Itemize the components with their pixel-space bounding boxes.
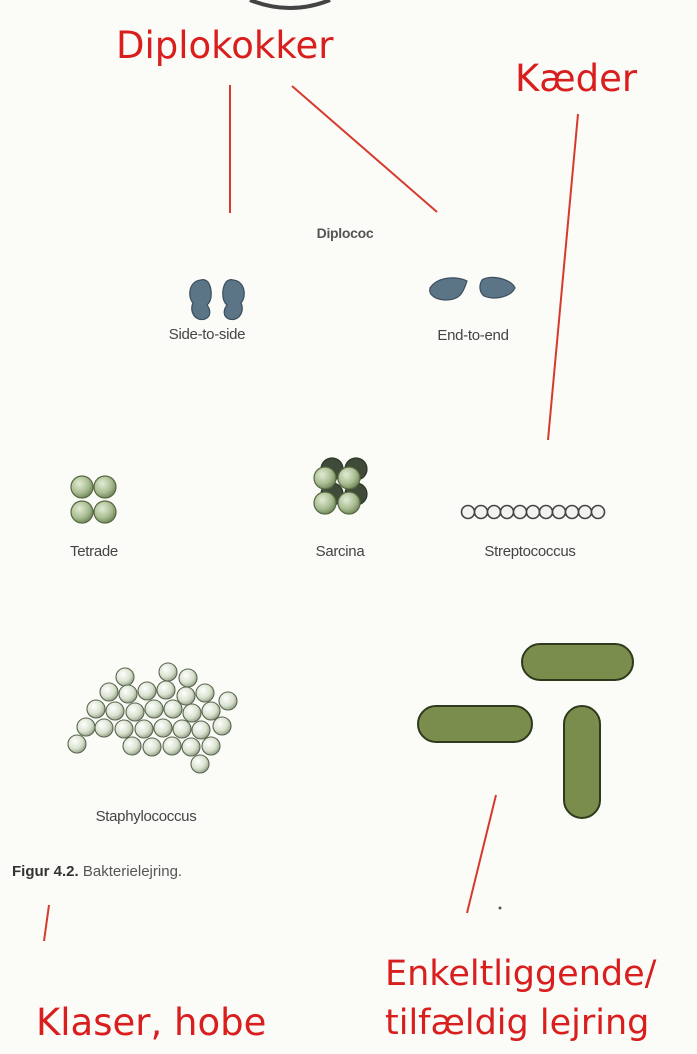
- tetrade-icon: [71, 476, 116, 523]
- diplococ-side-to-side-icon: [190, 280, 245, 320]
- streptococcus-icon: [462, 506, 605, 519]
- label-tetrade: Tetrade: [70, 543, 118, 560]
- annotation-diplokokker: Diplokokker: [116, 25, 333, 68]
- bacillus-rod-left: [418, 706, 532, 742]
- label-end-to-end: End-to-end: [437, 327, 508, 344]
- cropped-shape-top: [250, 0, 330, 8]
- sarcina-icon: [314, 458, 367, 514]
- label-streptococcus: Streptococcus: [484, 543, 575, 560]
- annotation-enkeltliggende: Enkeltliggende/: [385, 954, 656, 994]
- bacillus-rod-top: [522, 644, 633, 680]
- heading-diplococ: Diplococ: [317, 225, 374, 241]
- label-side-to-side: Side-to-side: [169, 326, 245, 343]
- bacillus-rod-vertical: [564, 706, 600, 818]
- small-dot: [499, 907, 502, 910]
- annotation-kaeder: Kæder: [515, 58, 637, 101]
- pointer-line-staphylococcus: [44, 905, 49, 941]
- pointer-line-streptococcus: [548, 114, 578, 440]
- staphylococcus-icon: [68, 663, 237, 773]
- annotation-klaser-hobe: Klaser, hobe: [36, 1002, 266, 1045]
- label-staphylococcus: Staphylococcus: [96, 808, 197, 825]
- diplococ-end-to-end-icon: [430, 277, 515, 300]
- annotation-tilfaeldig-lejring: tilfældig lejring: [385, 1003, 649, 1043]
- pointer-line-bacilli: [467, 795, 496, 913]
- pointer-line-end-to-end: [292, 86, 437, 212]
- caption-label: Figur 4.2.: [12, 863, 79, 880]
- bacilli-icon: [418, 644, 633, 818]
- caption-text: Bakterielejring.: [83, 863, 182, 880]
- label-sarcina: Sarcina: [316, 543, 365, 560]
- figure-caption: Figur 4.2. Bakterielejring.: [12, 863, 182, 880]
